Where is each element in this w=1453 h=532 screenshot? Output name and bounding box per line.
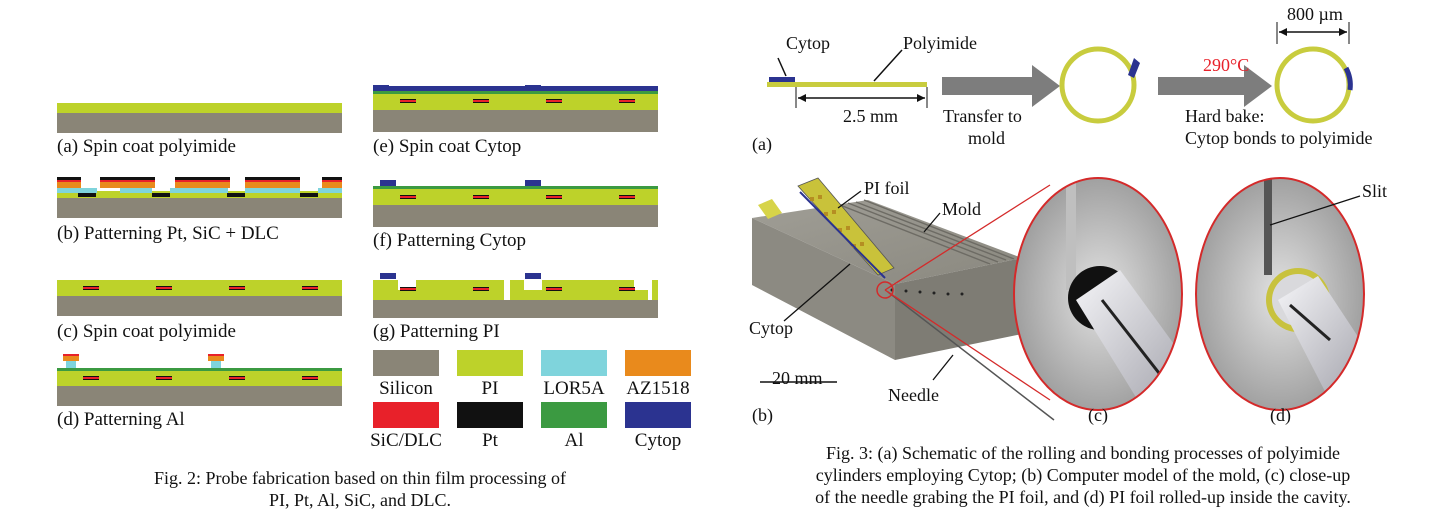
fig3d-closeup	[1195, 177, 1365, 411]
legend-label-silicon: Silicon	[379, 378, 433, 399]
legend-swatch-lor5a	[541, 350, 607, 376]
legend-label-pi: PI	[481, 378, 499, 399]
label-panel-a: (a)	[752, 134, 772, 154]
panel-a-label: (a) Spin coat polyimide	[57, 136, 236, 157]
panel-f-label: (f) Patterning Cytop	[373, 230, 527, 251]
legend-label-az1518: AZ1518	[626, 378, 690, 399]
label-scale: 20 mm	[772, 368, 823, 388]
panel-c-stack	[57, 280, 342, 316]
fig3-drawings	[720, 22, 1365, 440]
legend-label-pt: Pt	[482, 430, 498, 451]
fig3-caption-line3: of the needle grabing the PI foil, and (…	[815, 487, 1351, 507]
legend-swatch-al	[541, 402, 607, 428]
panel-e-label: (e) Spin coat Cytop	[373, 136, 522, 157]
legend-swatch-cytop	[625, 402, 691, 428]
fig2-caption-line1: Fig. 2: Probe fabrication based on thin …	[154, 468, 566, 488]
fig2-caption: Fig. 2: Probe fabrication based on thin …	[40, 467, 680, 511]
legend-label-lor5a: LOR5A	[543, 378, 605, 399]
legend-swatch-pt	[457, 402, 523, 428]
legend-swatch-sic-dlc	[373, 402, 439, 428]
panel-b-label: (b) Patterning Pt, SiC + DLC	[57, 223, 279, 244]
fig2-caption-line2: PI, Pt, Al, SiC, and DLC.	[268, 490, 452, 510]
label-transfer-1: Transfer to	[943, 106, 1022, 126]
panel-f-stack	[373, 180, 658, 227]
panel-d-label: (d) Patterning Al	[57, 409, 185, 430]
label-hardbake-1: Hard bake:	[1185, 106, 1265, 126]
label-length: 2.5 mm	[843, 106, 899, 126]
fig3b-mold-model	[720, 170, 1055, 440]
label-panel-b: (b)	[752, 405, 773, 425]
panel-c-label: (c) Spin coat polyimide	[57, 321, 236, 342]
legend-label-sic-dlc: SiC/DLC	[370, 430, 442, 451]
label-cytop-b: Cytop	[749, 318, 794, 338]
legend-label-al: Al	[564, 430, 584, 451]
label-slit: Slit	[1362, 181, 1388, 201]
legend-swatch-pi	[457, 350, 523, 376]
panel-d-stack	[57, 354, 342, 406]
legend-swatch-silicon	[373, 350, 439, 376]
legend-swatch-az1518	[625, 350, 691, 376]
label-transfer-2: mold	[968, 128, 1006, 148]
fig3-caption-line1: Fig. 3: (a) Schematic of the rolling and…	[826, 443, 1340, 463]
legend-label-cytop: Cytop	[634, 430, 682, 451]
panel-b-stack	[57, 177, 342, 218]
label-hardbake-2: Cytop bonds to polyimide	[1185, 128, 1373, 148]
fig3c-closeup	[1013, 177, 1183, 411]
panel-e-stack	[373, 85, 658, 132]
label-mold: Mold	[942, 199, 982, 219]
label-needle: Needle	[888, 385, 939, 405]
label-diameter: 800 µm	[1287, 4, 1343, 24]
fig3a-schematic	[767, 22, 1353, 124]
fig2-process-drawings	[57, 85, 658, 406]
fig3-caption-line2: cylinders employing Cytop; (b) Computer …	[815, 465, 1351, 485]
label-cytop-a: Cytop	[786, 33, 831, 53]
label-polyimide: Polyimide	[903, 33, 978, 53]
panel-g-stack	[373, 273, 658, 318]
label-temperature: 290°C	[1203, 55, 1250, 75]
fig3-caption: Fig. 3: (a) Schematic of the rolling and…	[733, 442, 1433, 508]
panel-g-label: (g) Patterning PI	[373, 321, 500, 342]
label-pi-foil: PI foil	[864, 178, 910, 198]
label-panel-d: (d)	[1270, 405, 1291, 425]
panel-a-stack	[57, 103, 342, 133]
label-panel-c: (c)	[1088, 405, 1108, 425]
